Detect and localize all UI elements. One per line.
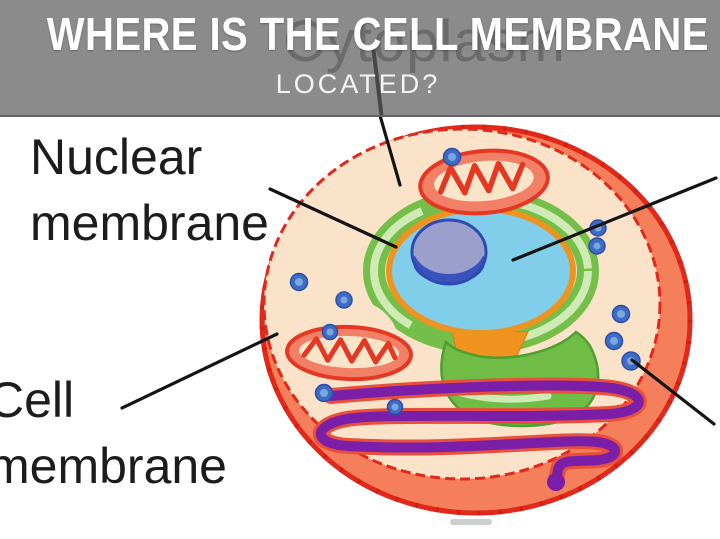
cell-membrane-label-line1: Cell	[0, 372, 75, 428]
ribosome-dot	[314, 383, 334, 403]
rough-er-squiggle	[313, 377, 647, 491]
ribosome-dot	[442, 147, 462, 167]
mitochondrion-top	[418, 148, 550, 216]
nuclear-membrane-label: Nuclear membrane	[30, 124, 269, 256]
pointer-line-cytoplasm	[377, 110, 402, 187]
ghost-cytoplasm-label: Cytoplasm	[283, 9, 566, 74]
cell-membrane-label-line2: membrane	[0, 438, 227, 494]
nucleolus	[410, 218, 488, 286]
ribosome-dot	[386, 398, 404, 416]
nuclear-membrane-label-line1: Nuclear	[30, 129, 203, 185]
slide-title: WHERE IS THE CELL MEMBRANE	[46, 8, 709, 60]
ribosome-dot	[321, 323, 339, 341]
title-banner: Cytoplasm WHERE IS THE CELL MEMBRANE LOC…	[0, 0, 720, 117]
pointer-line-nucleus	[511, 176, 718, 262]
mitochondrion-left	[285, 324, 413, 382]
ribosome-dot	[289, 272, 309, 292]
pointer-line-cell-membrane	[120, 332, 279, 410]
cell-membrane-texture	[259, 124, 693, 516]
nuclear-membrane-label-line2: membrane	[30, 195, 269, 251]
pointer-lines	[120, 110, 718, 426]
cell-membrane-label: Cell membrane	[0, 367, 227, 499]
pointer-line-ribosome	[630, 358, 716, 426]
pointer-line-nuclear-membrane	[268, 187, 398, 249]
ribosome-dot	[588, 237, 606, 255]
slide-subtitle: LOCATED?	[275, 69, 441, 99]
ribosome-dots	[289, 147, 641, 416]
shadow-smudge	[450, 519, 492, 525]
ribosome-dot	[611, 304, 631, 324]
ribosome-dot	[335, 291, 353, 309]
ribosome-dot	[604, 331, 624, 351]
